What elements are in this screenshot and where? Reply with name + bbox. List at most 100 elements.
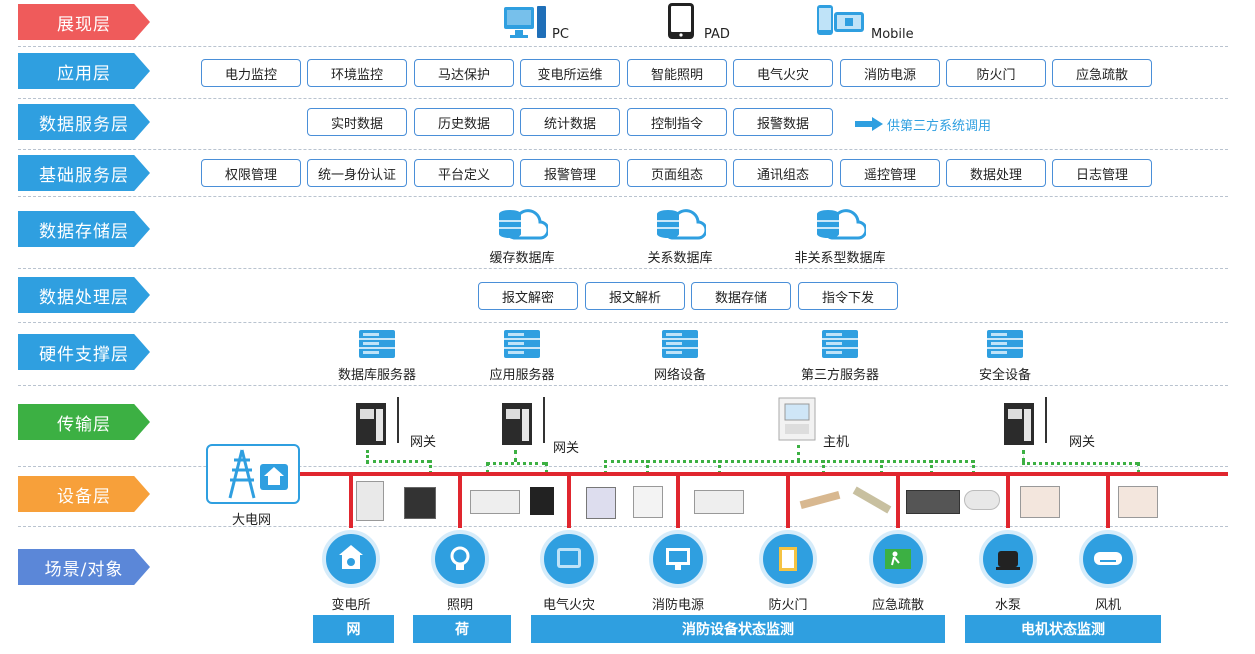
hardware-label: 网络设备 — [653, 368, 706, 383]
meter-device — [404, 487, 436, 519]
footer-load: 荷 — [413, 615, 511, 643]
app-module-button[interactable]: 环境监控 — [307, 59, 407, 87]
gateway-icon — [500, 395, 548, 447]
gateway-icon — [354, 395, 402, 447]
base-service-button[interactable]: 平台定义 — [414, 159, 514, 187]
sensor-device — [852, 486, 892, 514]
water-pump-icon — [979, 530, 1037, 588]
sensor-device — [799, 490, 841, 510]
motor-protector-device — [1118, 486, 1158, 518]
gateway-label-2: 网关 — [553, 441, 580, 456]
mobile-label: Mobile — [871, 27, 914, 42]
power-grid-icon — [206, 444, 300, 504]
gateway-icon — [1002, 395, 1050, 447]
power-bus — [300, 472, 1228, 476]
host-cabinet-icon — [777, 396, 817, 442]
server-icon — [820, 329, 860, 363]
motor-protector-device — [1020, 486, 1060, 518]
scene-label: 照明 — [446, 598, 473, 613]
server-icon — [357, 329, 397, 363]
scene-label: 水泵 — [994, 598, 1021, 613]
app-module-button[interactable]: 应急疏散 — [1052, 59, 1152, 87]
grid-label: 大电网 — [232, 513, 272, 528]
app-module-button[interactable]: 马达保护 — [414, 59, 514, 87]
gateway-label-3: 网关 — [1069, 435, 1096, 450]
lighting-icon — [431, 530, 489, 588]
fan-icon — [1079, 530, 1137, 588]
cloud-database-icon — [496, 204, 550, 246]
app-module-button[interactable]: 防火门 — [946, 59, 1046, 87]
data-service-button[interactable]: 控制指令 — [627, 108, 727, 136]
layer-tag: 展现层 — [18, 4, 150, 40]
server-icon — [660, 329, 700, 363]
data-service-button[interactable]: 历史数据 — [414, 108, 514, 136]
pc-label: PC — [552, 27, 569, 42]
scene-label: 防火门 — [768, 598, 808, 613]
meter-device — [633, 486, 663, 518]
storage-label: 关系数据库 — [647, 251, 713, 266]
hardware-label: 数据库服务器 — [337, 368, 416, 383]
cloud-database-icon — [814, 204, 868, 246]
light-device — [964, 490, 1000, 510]
storage-label: 非关系型数据库 — [794, 251, 886, 266]
layer-tag: 基础服务层 — [18, 155, 150, 191]
mobile-icon — [816, 4, 866, 40]
base-service-button[interactable]: 报警管理 — [520, 159, 620, 187]
base-service-button[interactable]: 统一身份认证 — [307, 159, 407, 187]
app-module-button[interactable]: 电气火灾 — [733, 59, 833, 87]
layer-tag: 硬件支撑层 — [18, 334, 150, 370]
hardware-label: 第三方服务器 — [800, 368, 879, 383]
pad-label: PAD — [704, 27, 730, 42]
gateway-label-1: 网关 — [410, 435, 437, 450]
electrical-fire-icon — [540, 530, 598, 588]
fire-power-icon — [649, 530, 707, 588]
hardware-label: 应用服务器 — [489, 368, 555, 383]
footer-grid: 网 — [313, 615, 394, 643]
processing-button[interactable]: 数据存储 — [691, 282, 791, 310]
footer-motor-monitoring: 电机状态监测 — [965, 615, 1161, 643]
layer-tag: 应用层 — [18, 53, 150, 89]
base-service-button[interactable]: 日志管理 — [1052, 159, 1152, 187]
layer-tag: 场景/对象 — [18, 549, 150, 585]
layer-tag: 传输层 — [18, 404, 150, 440]
pc-icon — [502, 4, 548, 40]
scene-label: 电气火灾 — [542, 598, 595, 613]
scene-label: 风机 — [1094, 598, 1121, 613]
emergency-exit-icon — [869, 530, 927, 588]
base-service-button[interactable]: 遥控管理 — [840, 159, 940, 187]
fire-door-icon — [759, 530, 817, 588]
footer-fire-monitoring: 消防设备状态监测 — [531, 615, 945, 643]
data-service-button[interactable]: 报警数据 — [733, 108, 833, 136]
base-service-button[interactable]: 权限管理 — [201, 159, 301, 187]
processing-button[interactable]: 报文解析 — [585, 282, 685, 310]
arrow-right-icon — [855, 116, 883, 131]
meter-device — [470, 490, 520, 514]
meter-device — [530, 487, 554, 515]
exit-sign-device — [906, 490, 960, 514]
base-service-button[interactable]: 页面组态 — [627, 159, 727, 187]
third-party-label: 供第三方系统调用 — [887, 119, 992, 134]
base-service-button[interactable]: 通讯组态 — [733, 159, 833, 187]
host-label: 主机 — [823, 435, 850, 450]
substation-icon — [322, 530, 380, 588]
scene-label: 消防电源 — [651, 598, 704, 613]
layer-tag: 数据处理层 — [18, 277, 150, 313]
server-icon — [985, 329, 1025, 363]
base-service-button[interactable]: 数据处理 — [946, 159, 1046, 187]
layer-tag: 数据服务层 — [18, 104, 150, 140]
data-service-button[interactable]: 实时数据 — [307, 108, 407, 136]
scene-label: 应急疏散 — [871, 598, 924, 613]
hardware-label: 安全设备 — [978, 368, 1031, 383]
app-module-button[interactable]: 智能照明 — [627, 59, 727, 87]
meter-device — [694, 490, 744, 514]
tablet-icon — [666, 2, 696, 40]
processing-button[interactable]: 报文解密 — [478, 282, 578, 310]
data-service-button[interactable]: 统计数据 — [520, 108, 620, 136]
scene-label: 变电所 — [331, 598, 371, 613]
app-module-button[interactable]: 电力监控 — [201, 59, 301, 87]
cloud-database-icon — [654, 204, 708, 246]
processing-button[interactable]: 指令下发 — [798, 282, 898, 310]
app-module-button[interactable]: 消防电源 — [840, 59, 940, 87]
app-module-button[interactable]: 变电所运维 — [520, 59, 620, 87]
server-icon — [502, 329, 542, 363]
